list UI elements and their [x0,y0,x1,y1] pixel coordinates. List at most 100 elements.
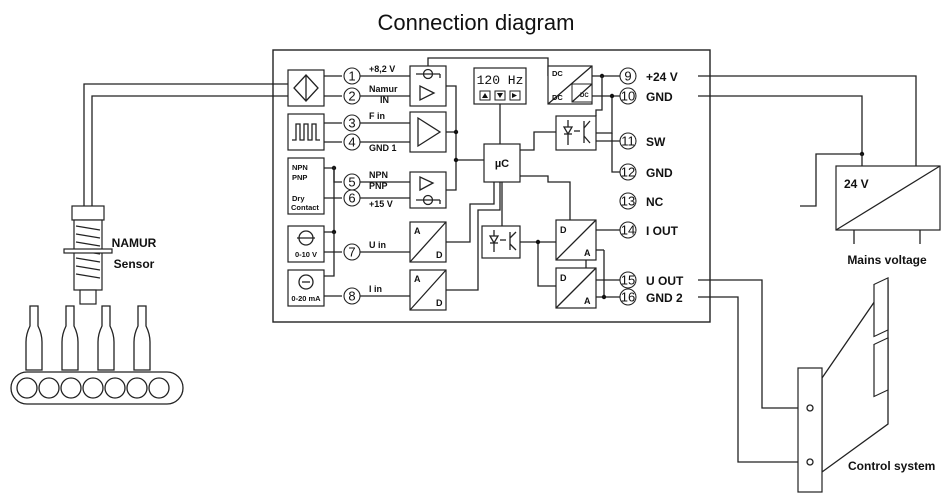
conveyor-icon [10,371,184,405]
terminal-16[interactable]: 16 [619,288,637,306]
input-voltage-label: 0-10 V [295,250,317,259]
terminal-13-label: NC [646,195,664,209]
svg-text:11: 11 [621,134,635,149]
terminal-1-label: +8,2 V [369,64,395,74]
display-up-icon [482,93,488,98]
control-wires [698,279,798,463]
terminal-5[interactable]: 5 [343,173,361,191]
display-down-icon [497,93,503,98]
control-system-card-icon [797,277,889,493]
bottles-icon [25,305,151,371]
svg-text:5: 5 [348,175,355,190]
svg-text:1: 1 [348,69,355,84]
terminal-2[interactable]: 2 [343,87,361,105]
svg-text:6: 6 [348,191,355,206]
voltage-source-icon: 0-10 V [287,225,325,263]
terminal-12-label: GND [646,166,673,180]
terminal-10[interactable]: 10 [619,87,637,105]
terminal-5-label-2: PNP [369,181,388,191]
terminal-4[interactable]: 4 [343,133,361,151]
terminal-9[interactable]: 9 [619,67,637,85]
svg-text:D: D [560,273,567,283]
current-source-icon: 0-20 mA [287,269,325,307]
namur-amplifier-block [409,65,447,107]
sensor-label-line1: NAMUR [112,236,157,250]
display-enter-icon [512,93,517,98]
svg-text:15: 15 [621,273,635,288]
sensor-wires [83,83,288,208]
svg-text:DC: DC [580,93,589,99]
diagram-title: Connection diagram [378,10,575,35]
input-dry-label: Dry [292,194,305,203]
terminal-15-label: U OUT [646,274,684,288]
svg-text:9: 9 [624,69,631,84]
microcontroller-block: µC [483,143,521,183]
terminal-4-label: GND 1 [369,143,397,153]
microcontroller-label: µC [495,158,509,170]
optocoupler-analog-icon [481,225,521,259]
terminal-5-label: NPN [369,170,388,180]
terminal-13[interactable]: 13 [619,192,637,210]
terminal-9-label: +24 V [646,70,678,84]
svg-text:D: D [436,250,443,260]
svg-text:10: 10 [621,89,635,104]
svg-text:D: D [560,225,567,235]
terminal-3[interactable]: 3 [343,114,361,132]
terminal-15[interactable]: 15 [619,271,637,289]
frequency-display: 120 Hz [473,67,527,105]
voltage-dac-block: D A [555,267,597,309]
svg-text:13: 13 [621,194,635,209]
input-pnp-label: PNP [292,173,307,182]
input-current-label: 0-20 mA [291,294,321,303]
svg-text:16: 16 [621,290,635,305]
terminal-2-label-2: IN [380,95,389,105]
pulse-signal-icon [287,113,325,151]
terminal-16-label: GND 2 [646,291,683,305]
svg-text:A: A [414,274,421,284]
input-contact-label: Contact [291,203,319,212]
digital-input-amplifier-block [409,171,447,209]
svg-text:2: 2 [348,89,355,104]
current-dac-block: D A [555,219,597,261]
input-npn-label: NPN [292,163,308,172]
svg-text:3: 3 [348,116,355,131]
power-voltage-label: 24 V [844,177,869,191]
svg-text:A: A [414,226,421,236]
terminal-1[interactable]: 1 [343,67,361,85]
sensor-label-line2: Sensor [114,257,155,271]
terminal-8[interactable]: 8 [343,287,361,305]
display-readout: 120 Hz [477,73,524,88]
terminal-7-label: U in [369,240,386,250]
terminal-2-label: Namur [369,84,398,94]
terminal-14-label: I OUT [646,224,679,238]
svg-text:D: D [436,298,443,308]
terminal-7[interactable]: 7 [343,243,361,261]
svg-text:4: 4 [348,135,355,150]
mains-voltage-label: Mains voltage [847,253,927,267]
svg-text:14: 14 [621,223,635,238]
namur-sensor-icon [63,205,113,305]
optocoupler-switch-icon [555,115,597,151]
dc-dc-converter-block: DC DC DC [547,65,593,105]
power-wires [698,75,917,207]
proximity-sensor-symbol-icon [287,69,325,107]
power-supply-block [835,165,941,244]
frequency-amplifier-block [409,111,447,153]
svg-text:A: A [584,296,591,306]
current-adc-block: A D [409,269,447,311]
terminal-10-label: GND [646,90,673,104]
svg-text:DC: DC [552,69,563,78]
terminal-6[interactable]: 6 [343,189,361,207]
terminal-14[interactable]: 14 [619,221,637,239]
terminal-3-label: F in [369,111,385,121]
svg-text:7: 7 [348,245,355,260]
voltage-adc-block: A D [409,221,447,263]
svg-text:A: A [584,248,591,258]
terminal-6-label: +15 V [369,199,393,209]
terminal-11-label: SW [646,135,666,149]
terminal-11[interactable]: 11 [619,132,637,150]
svg-text:8: 8 [348,289,355,304]
svg-text:DC: DC [552,93,563,102]
terminal-12[interactable]: 12 [619,163,637,181]
